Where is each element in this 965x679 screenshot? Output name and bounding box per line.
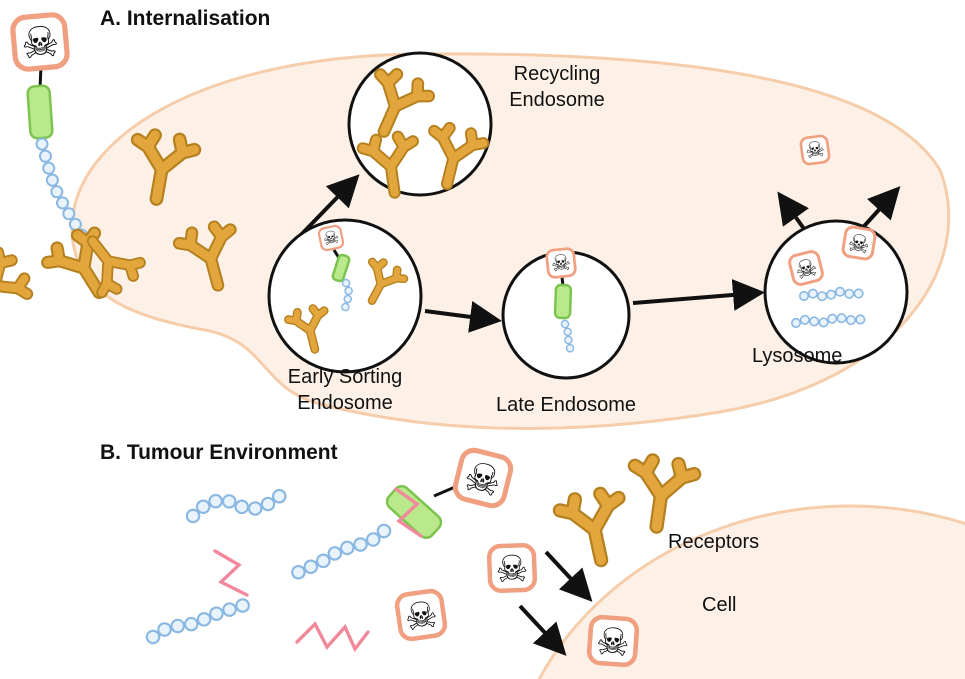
label-receptors: Receptors: [668, 531, 760, 553]
polymer-chain-icon: [291, 525, 390, 579]
arrow-late-to-lysosome: [632, 278, 765, 311]
adc-complex-a: [12, 14, 144, 307]
toxin-icon: [588, 616, 637, 665]
linker-icon: [331, 253, 351, 283]
cleavable-linker-zigzag-icon: [394, 487, 423, 538]
early-sorting-endosome: [267, 218, 423, 374]
adc-complex-b: [289, 448, 514, 581]
linker-icon: [385, 484, 443, 540]
arrow-ese-to-late: [424, 301, 502, 333]
section-b-title: B. Tumour Environment: [100, 441, 338, 464]
polymer-chain-icon: [147, 594, 261, 643]
toxin-icon: [798, 133, 832, 167]
cleaved-linker-zigzag-icon: [295, 621, 370, 653]
toxin-icon: [489, 545, 535, 592]
linker-icon: [553, 283, 573, 320]
polymer-chain-icon: [800, 288, 866, 300]
cell-membrane-b: [537, 504, 965, 679]
recycling-endosome-circle: [347, 51, 493, 197]
polymer-chain-icon: [792, 314, 868, 327]
arrow-toxin-into-cell-2: [518, 604, 567, 656]
toxin-icon: [544, 246, 578, 280]
y-receptor-icon: [627, 458, 695, 531]
section-a-title: A. Internalisation: [100, 7, 271, 30]
label-early-sorting-line2: Endosome: [297, 392, 393, 414]
cleaved-linker-zigzag-icon: [213, 549, 249, 597]
label-late-endosome: Late Endosome: [495, 394, 637, 416]
label-recycling-endosome-line2: Endosome: [509, 89, 605, 111]
toxin-icon: [840, 224, 878, 262]
late-endosome: [501, 246, 631, 380]
label-cell: Cell: [702, 594, 737, 616]
y-receptor-icon: [558, 490, 630, 566]
toxin-icon: [453, 448, 514, 509]
arrow-toxin-into-cell-1: [544, 550, 593, 602]
lysosome: [763, 133, 909, 365]
toxin-icon: [12, 14, 68, 71]
linker-icon: [26, 84, 54, 140]
polymer-chain-icon: [562, 321, 575, 356]
polymer-chain-icon: [342, 280, 352, 311]
y-receptor-icon: [0, 249, 33, 322]
toxin-icon: [786, 248, 826, 288]
label-recycling-endosome-line1: Recycling: [513, 63, 601, 85]
toxin-icon: [396, 590, 447, 641]
polymer-chain-icon: [187, 486, 290, 522]
recycling-endosome: [347, 51, 493, 197]
label-early-sorting-line1: Early Sorting: [287, 366, 403, 388]
label-lysosome: Lysosome: [752, 345, 843, 367]
toxin-icon: [316, 223, 346, 253]
